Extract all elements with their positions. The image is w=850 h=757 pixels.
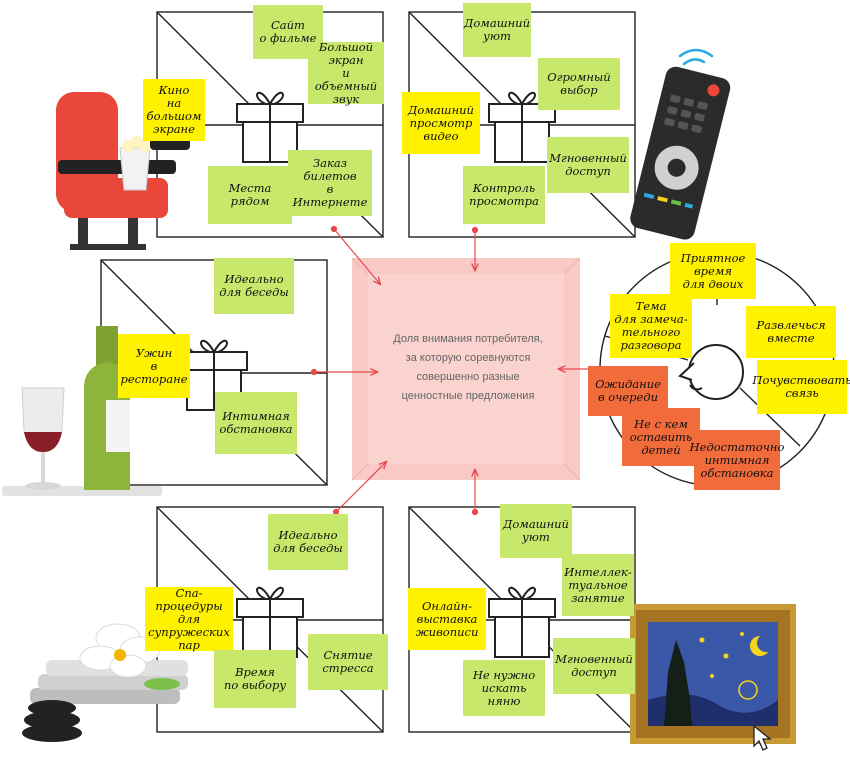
wifi-signal-icon [678,48,714,66]
gift-icon [236,586,304,658]
note-spa-time: Время по выбору [214,650,296,708]
note-pain-intimacy: Недостаточно интимная обстановка [690,430,784,490]
note-homevideo-watching: Домашний просмотр видео [402,92,480,154]
note-gallery-intellectual: Интеллек- туальное занятие [562,554,634,616]
note-gain-fun: Развлечься вместе [746,306,836,358]
note-cinema-tickets: Заказ билетов в Интернете [288,150,372,216]
painting-illustration [630,604,796,751]
attention-share-square [351,257,581,481]
center-description: Доля внимания потребителя, за которую со… [393,333,543,402]
note-gain-time-together: Приятное время для двоих [670,243,756,299]
gift-icon [488,91,556,163]
note-pain-queue: Ожидание в очереди [588,366,668,416]
note-restaurant-dinner: Ужин в ресторане [118,334,190,398]
note-spa-conversation: Идеально для беседы [268,514,348,570]
note-spa-stress: Снятие стресса [308,634,388,690]
note-gain-connection: Почувствовать связь [752,360,850,414]
note-pain-kids: Не с кем оставить детей [622,408,700,466]
note-gallery-comfort: Домашний уют [500,504,572,558]
cinema-chair-illustration [56,92,190,250]
gift-icon [488,586,556,658]
note-homevideo-control: Контроль просмотра [463,166,545,224]
note-homevideo-choice: Огромный выбор [538,58,620,110]
note-cinema-big-screen: Большой экран и объемный звук [308,40,384,105]
note-spa-procedures: Спа- процедуры для супружеских пар [145,586,233,651]
note-gallery-online: Онлайн- выставка живописи [408,588,486,650]
remote-control-illustration [630,66,731,240]
note-gain-topic: Тема для замеча- тельного разговора [610,294,692,358]
spa-illustration [22,623,188,742]
gift-icon [236,91,304,163]
note-homevideo-comfort: Домашний уют [463,3,531,57]
note-homevideo-instant: Мгновенный доступ [547,137,629,193]
note-restaurant-intimate: Интимная обстановка [215,392,297,454]
note-cinema-seats: Места рядом [208,166,292,224]
note-cinema-movie: Кино на большом экране [143,79,205,141]
customer-face-icon [678,344,744,400]
note-gallery-instant: Мгновенный доступ [553,638,635,694]
note-gallery-babysitter: Не нужно искать няню [463,660,545,716]
note-restaurant-conversation: Идеально для беседы [214,258,294,314]
